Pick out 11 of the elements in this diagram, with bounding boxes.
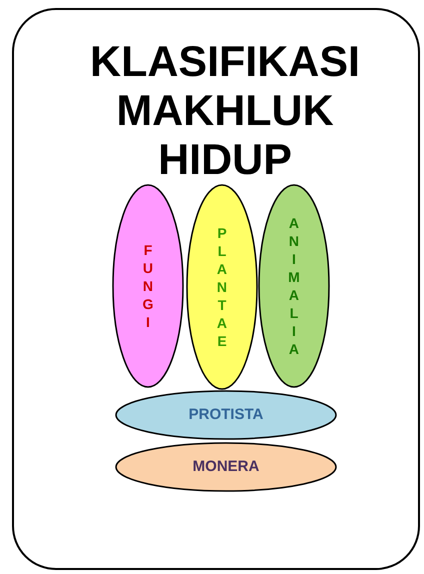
category-label: MONERA xyxy=(192,458,260,476)
category-ellipse xyxy=(115,442,337,492)
category-ellipse xyxy=(258,184,330,388)
category-label: FUNGI xyxy=(142,241,154,331)
category-label: PROTISTA xyxy=(188,406,264,424)
title: KLASIFIKASI MAKHLUK HIDUP xyxy=(89,38,361,185)
category-ellipse xyxy=(115,390,337,440)
category-ellipse xyxy=(186,184,258,390)
category-ellipse xyxy=(112,184,184,388)
category-label: ANIMALIA xyxy=(288,214,300,358)
category-label: PLANTAE xyxy=(216,224,228,350)
